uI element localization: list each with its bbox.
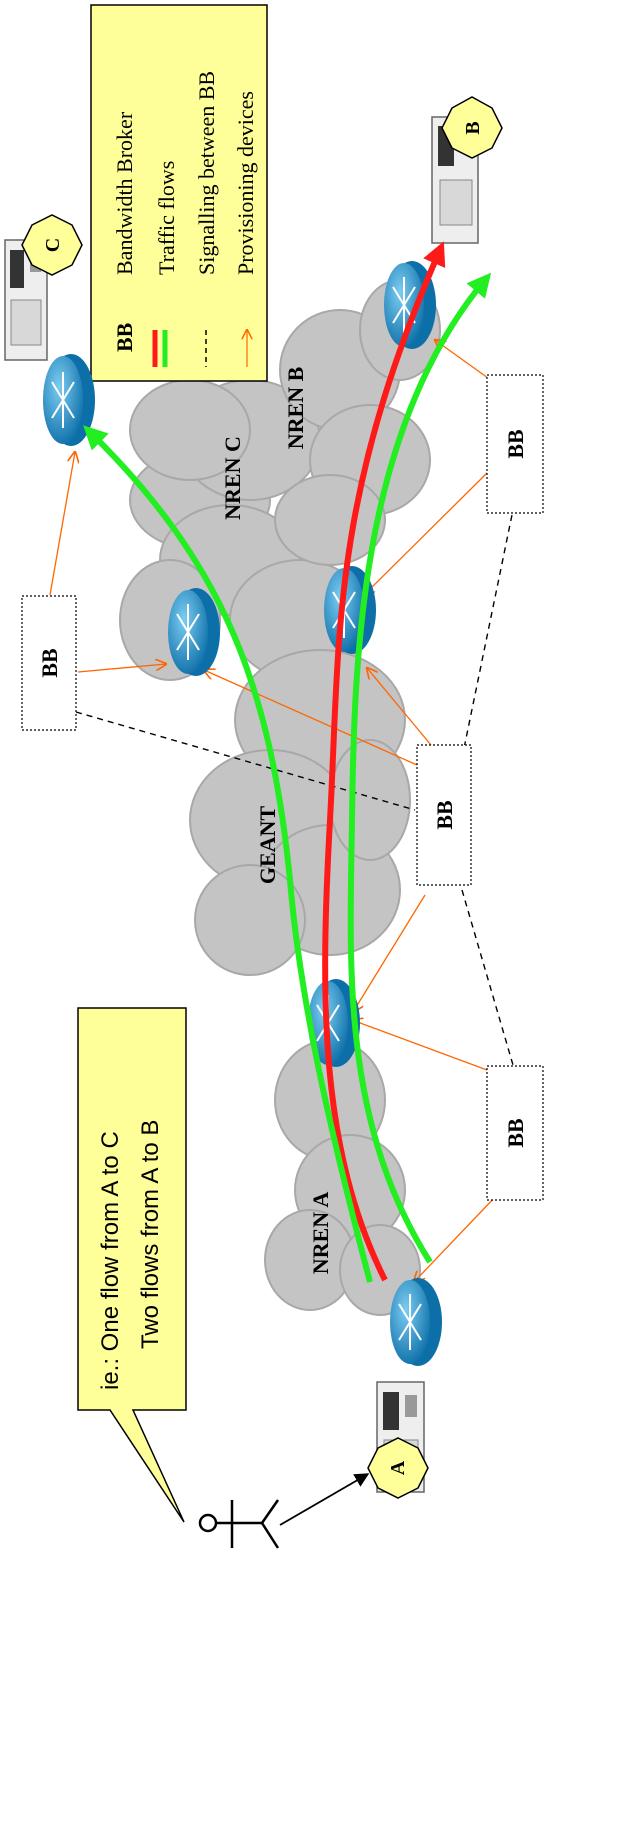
bb-nren-a: BB [486, 1065, 544, 1201]
callout-line-2: Two flows from A to B [137, 1120, 164, 1349]
svg-text:BB: BB [503, 1118, 528, 1148]
host-c-badge: C [21, 214, 83, 276]
router-nren-c-edge-icon [43, 354, 95, 446]
signalling-lines [75, 509, 514, 1066]
geant-label: GEANT [255, 806, 280, 885]
bb-nren-b: BB [486, 374, 544, 514]
svg-text:BB: BB [503, 429, 528, 459]
nren-b-label: NREN B [283, 366, 308, 449]
legend-traffic-label: Traffic flows [154, 161, 179, 275]
router-nren-a-edge-icon [390, 1278, 442, 1366]
svg-text:BB: BB [432, 800, 457, 830]
router-nren-c-core-icon [168, 588, 220, 676]
host-b-badge: B [441, 96, 503, 159]
callout-box: ie.: One flow from A to C Two flows from… [77, 1007, 187, 1523]
user-stick-figure-icon [198, 1499, 280, 1549]
flow-green-a-to-b [347, 272, 492, 1264]
host-a-label: A [387, 1460, 409, 1475]
legend-bb-key: BB [112, 322, 137, 352]
host-b-label: B [462, 121, 484, 134]
cloud-geant [189, 559, 411, 976]
callout-line-1: ie.: One flow from A to C [97, 1131, 124, 1390]
bb-nren-c: BB [21, 595, 77, 731]
flow-green-a-to-c [83, 425, 373, 1283]
host-c-label: C [42, 238, 64, 252]
legend-signalling-label: Signalling between BB [194, 71, 219, 275]
legend-box: BB Bandwidth Broker Traffic flows Signal… [90, 4, 268, 382]
user-to-host-a-arrow [279, 1473, 370, 1526]
flow-red-a-to-b [322, 241, 446, 1282]
legend-bb-label: Bandwidth Broker [112, 111, 137, 275]
nren-a-label: NREN A [308, 1192, 333, 1275]
nren-c-label: NREN C [220, 436, 245, 520]
provisioning-arrows [49, 340, 498, 1282]
svg-text:BB: BB [37, 648, 62, 678]
host-a-badge: A [367, 1437, 429, 1499]
legend-provisioning-label: Provisioning devices [233, 91, 258, 275]
bb-geant: BB [416, 744, 472, 886]
